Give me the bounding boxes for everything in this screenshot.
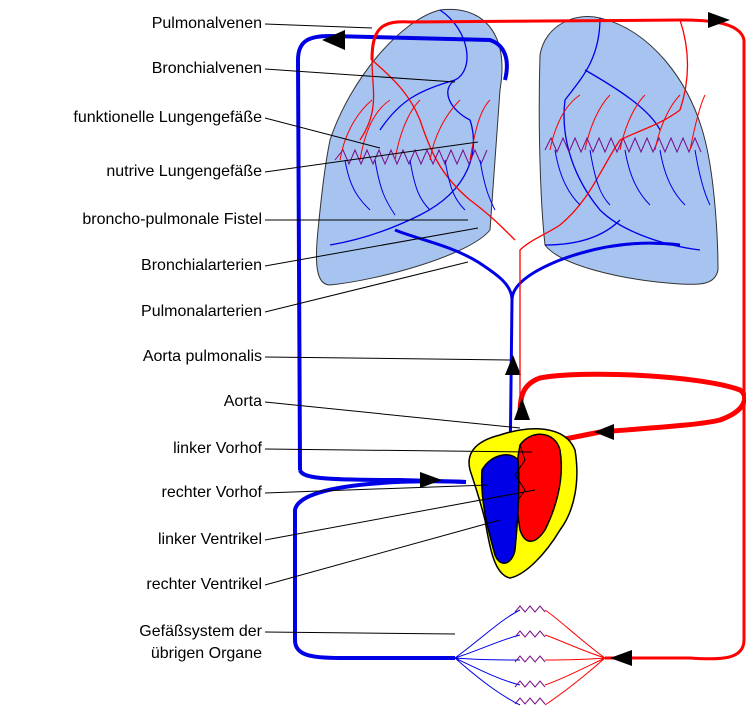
right-heart [482, 455, 519, 563]
label-linker-vorhof: linker Vorhof [173, 440, 262, 458]
label-aorta: Aorta [224, 393, 262, 411]
label-bronchialvenen: Bronchialvenen [152, 60, 262, 78]
systemic-return-arrow [610, 650, 632, 666]
label-pulmonalarterien: Pulmonalarterien [141, 303, 262, 321]
label-rechter-ventrikel: rechter Ventrikel [146, 576, 262, 594]
label-funktionelle-lungengefaesse: funktionelle Lungengefäße [73, 109, 262, 127]
label-gefaesssystem-line1: Gefäßsystem der [139, 621, 262, 643]
vena-cava-arrow [420, 472, 442, 488]
label-broncho-pulmonale-fistel: broncho-pulmonale Fistel [82, 211, 262, 229]
label-pulmonalvenen: Pulmonalvenen [152, 15, 262, 33]
label-bronchialarterien: Bronchialarterien [141, 257, 262, 275]
aorta-arrow [514, 398, 530, 420]
label-nutrive-lungengefaesse: nutrive Lungengefäße [106, 163, 262, 181]
label-gefaesssystem: Gefäßsystem der übrigen Organe [139, 621, 262, 665]
label-linker-ventrikel: linker Ventrikel [158, 531, 262, 549]
label-gefaesssystem-line2: übrigen Organe [139, 643, 262, 665]
label-aorta-pulmonalis: Aorta pulmonalis [143, 348, 262, 366]
label-rechter-vorhof: rechter Vorhof [162, 484, 263, 502]
systemic-capillary-bed [455, 606, 605, 705]
pulmonary-vein-arrow [322, 30, 345, 50]
aorta-branch-arrow [594, 424, 614, 440]
aorta-pulmonalis-arrow [505, 355, 521, 375]
aorta-vessel [520, 374, 745, 440]
left-lung [316, 9, 502, 285]
